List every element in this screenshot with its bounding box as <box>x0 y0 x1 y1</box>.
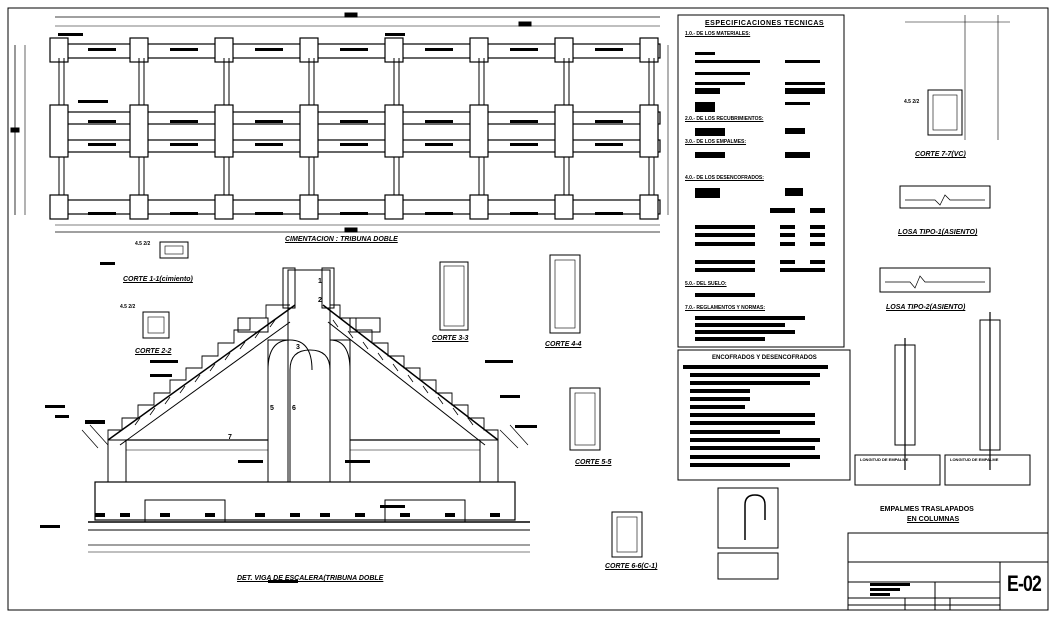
foundation-plan <box>10 12 669 233</box>
section-4-4-label: CORTE 4-4 <box>545 341 582 348</box>
dim-label-2: 4.5 2/2 <box>120 304 136 310</box>
foundation-title: CIMENTACION : TRIBUNA DOBLE <box>285 236 398 243</box>
section-7-7-label: CORTE 7-7(VC) <box>915 151 966 158</box>
section-6-6-label: CORTE 6-6(C-1) <box>605 563 658 570</box>
splice-length-label-1: LONGITUD DE EMPALME <box>860 457 909 462</box>
specs-item-7: 7.0.- REGLAMENTOS Y NORMAS: <box>685 305 766 311</box>
section-3-3-label: CORTE 3-3 <box>432 335 469 342</box>
stair-beam-detail <box>40 262 537 583</box>
specs-item-1: 1.0.- DE LOS MATERIALES: <box>685 31 751 37</box>
slab-type-1-label: LOSA TIPO-1(ASIENTO) <box>898 229 978 236</box>
slab-type-2-label: LOSA TIPO-2(ASIENTO) <box>886 304 966 311</box>
sheet-code: E-02 <box>1007 571 1042 596</box>
specs-box <box>677 14 851 481</box>
section-2-2-label: CORTE 2-2 <box>135 348 172 355</box>
sheet-border <box>7 7 1049 611</box>
mark-6: 6 <box>292 405 296 412</box>
specs-item-3: 3.0.- DE LOS EMPALMES: <box>685 139 747 145</box>
title-block <box>847 532 1049 611</box>
section-1-1-label: CORTE 1-1(cimiento) <box>123 276 193 283</box>
formwork-title: ENCOFRADOS Y DESENCOFRADOS <box>712 355 817 361</box>
mark-2: 2 <box>318 297 322 304</box>
splice-title-2: EN COLUMNAS <box>907 516 960 523</box>
specs-item-2: 2.0.- DE LOS RECUBRIMIENTOS: <box>685 116 764 122</box>
stair-beam-title: DET. VIGA DE ESCALERA(TRIBUNA DOBLE <box>237 575 384 582</box>
section-details <box>142 15 1031 580</box>
dim-label-1: 4.5 2/2 <box>135 241 151 247</box>
specs-item-4: 4.0.- DE LOS DESENCOFRADOS: <box>685 175 764 181</box>
splice-length-label-2: LONGITUD DE EMPALME <box>950 457 999 462</box>
dim-label-3: 4.5 2/2 <box>904 99 920 105</box>
specs-title: ESPECIFICACIONES TECNICAS <box>705 20 825 27</box>
mark-3: 3 <box>296 344 300 351</box>
section-5-5-label: CORTE 5-5 <box>575 459 612 466</box>
specs-item-5: 5.0.- DEL SUELO: <box>685 281 727 287</box>
mark-7: 7 <box>228 434 232 441</box>
splice-title-1: EMPALMES TRASLAPADOS <box>880 506 974 513</box>
mark-1: 1 <box>318 278 322 285</box>
mark-5: 5 <box>270 405 274 412</box>
